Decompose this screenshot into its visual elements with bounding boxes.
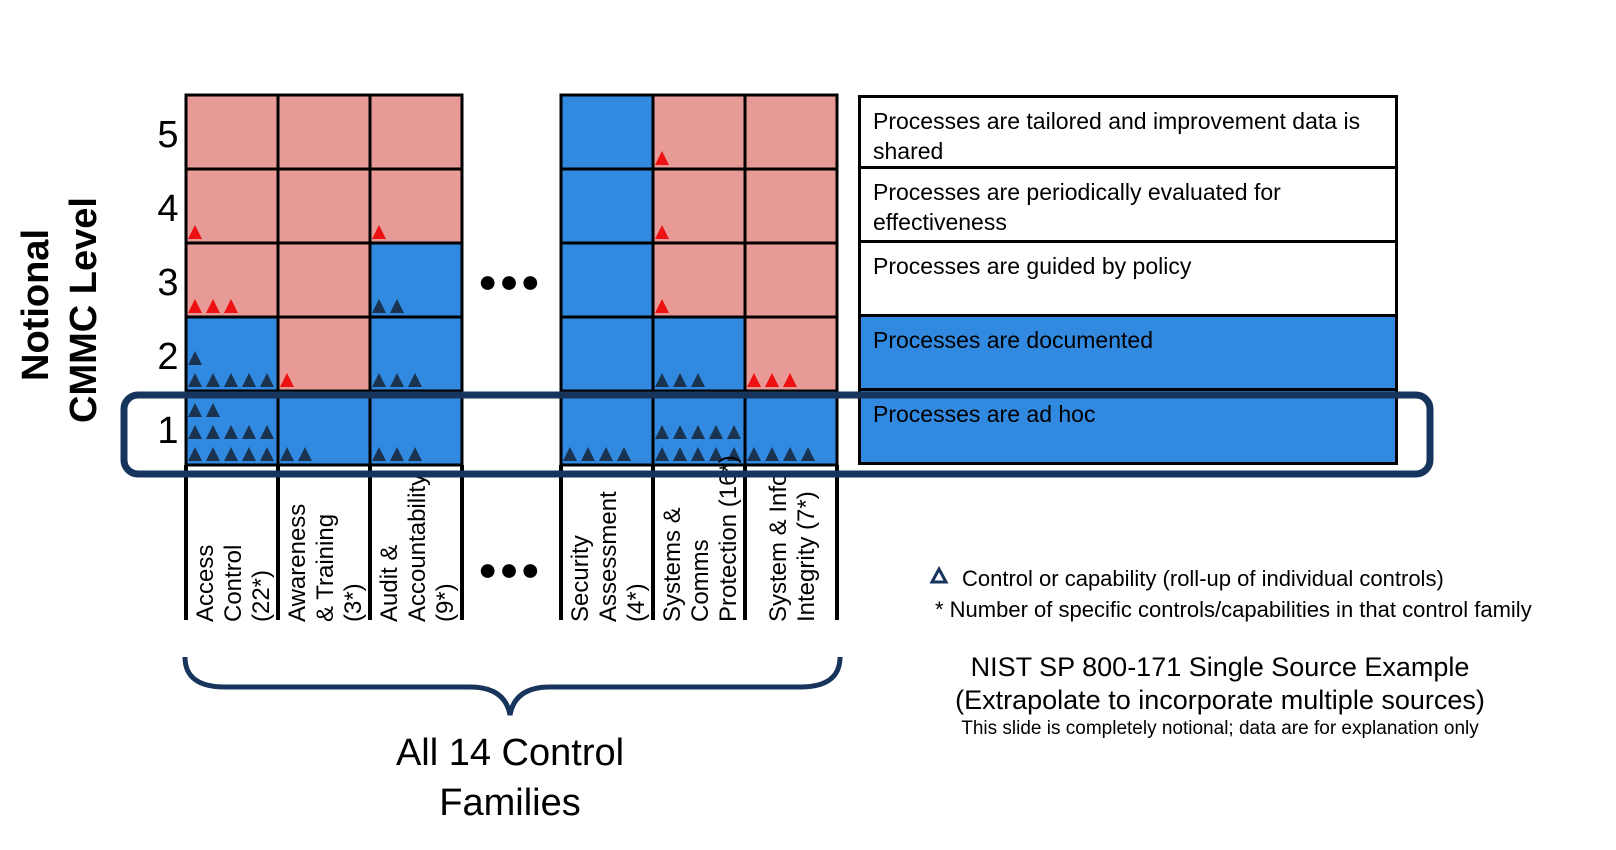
family-label-line: Audit & <box>376 545 403 622</box>
control-marker <box>408 373 422 387</box>
family-label-line: Accountability <box>404 474 431 622</box>
control-marker <box>188 351 202 365</box>
family-column <box>368 93 464 467</box>
level-cell <box>276 389 372 467</box>
family-label-line: Systems & <box>659 507 686 622</box>
level-description: Processes are documented <box>858 317 1398 391</box>
red-gap-marker <box>765 373 779 387</box>
level-description-table: Processes are tailored and improvement d… <box>858 95 1398 467</box>
family-label-line: Protection (16*) <box>715 455 742 622</box>
level-cell <box>184 167 280 245</box>
level-cell <box>559 241 655 319</box>
level-description: Processes are periodically evaluated for… <box>858 169 1398 243</box>
ellipsis-bottom: ●●● <box>478 551 542 587</box>
control-marker <box>224 373 238 387</box>
family-label-line: System & Info <box>765 473 792 622</box>
level-cell <box>743 241 839 319</box>
red-gap-marker <box>747 373 761 387</box>
red-gap-marker <box>280 373 294 387</box>
family-column <box>743 93 839 467</box>
family-label-line: (3*) <box>340 583 367 622</box>
level-labels: 5 4 3 2 1 <box>157 114 178 452</box>
legend-control-text: Control or capability (roll-up of indivi… <box>962 566 1444 591</box>
control-marker <box>390 373 404 387</box>
family-label-line: Security <box>567 535 594 622</box>
red-gap-marker <box>188 299 202 313</box>
family-column <box>276 93 372 467</box>
legend-number-text: * Number of specific controls/capabiliti… <box>935 597 1532 622</box>
y-axis-title: Notional CMMC Level <box>15 197 105 423</box>
note-line-3: This slide is completely notional; data … <box>961 718 1479 739</box>
family-label-line: Control <box>220 545 247 622</box>
brace-label-line-1: All 14 Control <box>396 732 624 774</box>
brace-label-line-2: Families <box>439 782 580 824</box>
control-marker <box>691 373 705 387</box>
level-label: 5 <box>157 114 178 156</box>
red-gap-marker <box>206 299 220 313</box>
level-cell <box>559 93 655 171</box>
level-cell <box>651 93 747 171</box>
family-label-line: (22*) <box>248 570 275 622</box>
level-description: Processes are guided by policy <box>858 243 1398 317</box>
level-cell <box>651 241 747 319</box>
ellipses: ●●● ●●● <box>478 263 542 587</box>
family-column <box>559 93 655 467</box>
level-cell <box>743 167 839 245</box>
red-gap-marker <box>372 225 386 239</box>
level-label: 1 <box>157 410 178 452</box>
note-line-2: (Extrapolate to incorporate multiple sou… <box>955 685 1485 715</box>
level-cell <box>184 93 280 171</box>
family-label-line: (9*) <box>432 583 459 622</box>
level-cell <box>368 241 464 319</box>
family-label-line: & Training <box>312 514 339 622</box>
family-label-line: Integrity (7*) <box>793 491 820 622</box>
family-brace <box>182 656 843 716</box>
y-axis-title-line-2: CMMC Level <box>63 197 105 423</box>
level-label: 2 <box>157 336 178 378</box>
note-line-1: NIST SP 800-171 Single Source Example <box>970 652 1470 682</box>
level-cell <box>559 315 655 393</box>
control-marker <box>655 373 669 387</box>
control-marker-icon <box>929 565 949 584</box>
control-marker <box>242 373 256 387</box>
red-gap-marker <box>655 299 669 313</box>
level-label: 4 <box>157 188 178 230</box>
family-label-line: Comms <box>687 539 714 622</box>
red-gap-marker <box>783 373 797 387</box>
level-cell <box>651 167 747 245</box>
control-marker <box>390 299 404 313</box>
control-marker <box>260 373 274 387</box>
y-axis-title-line-1: Notional <box>15 229 57 381</box>
red-gap-marker <box>655 151 669 165</box>
brace-label: All 14 Control Families <box>396 732 624 824</box>
family-column <box>184 93 280 467</box>
control-marker <box>372 299 386 313</box>
level-cell <box>368 93 464 171</box>
level-cell <box>276 241 372 319</box>
red-gap-marker <box>188 225 202 239</box>
family-label-line: Awareness <box>284 504 311 622</box>
family-column <box>651 93 747 467</box>
level-label: 3 <box>157 262 178 304</box>
family-label-line: (4*) <box>623 583 650 622</box>
red-gap-marker <box>655 225 669 239</box>
level-cell <box>276 93 372 171</box>
family-label-line: Assessment <box>595 491 622 622</box>
control-marker <box>188 373 202 387</box>
level-description: Processes are ad hoc <box>858 391 1398 465</box>
level-cell <box>368 167 464 245</box>
control-marker <box>206 373 220 387</box>
level-cell <box>276 167 372 245</box>
family-label-line: Access <box>192 545 219 622</box>
red-gap-marker <box>224 299 238 313</box>
level-cell <box>743 93 839 171</box>
control-marker <box>673 373 687 387</box>
level-cell <box>559 167 655 245</box>
ellipsis-top: ●●● <box>478 263 542 299</box>
control-marker <box>372 373 386 387</box>
level-description: Processes are tailored and improvement d… <box>858 95 1398 169</box>
level-cell <box>276 315 372 393</box>
